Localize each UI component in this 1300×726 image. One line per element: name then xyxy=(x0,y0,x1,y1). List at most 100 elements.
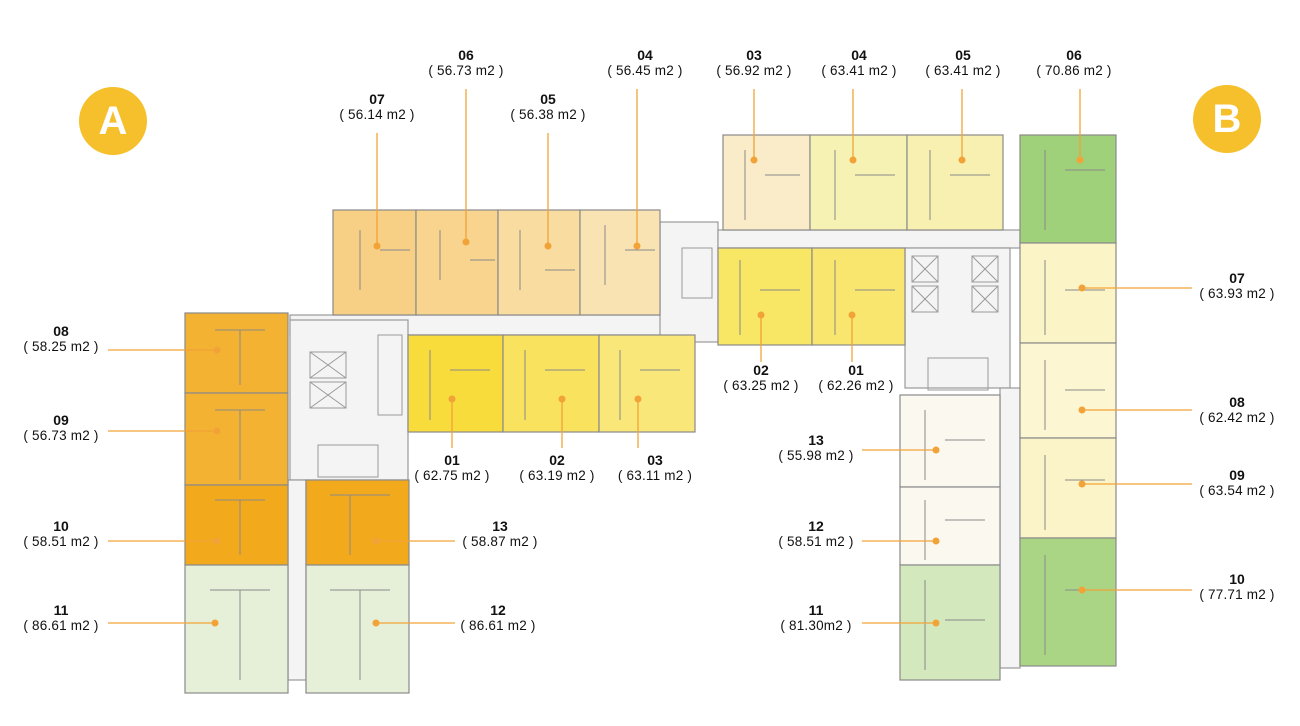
unit-number: 01 xyxy=(444,452,460,468)
unit-block-b02[interactable] xyxy=(717,247,813,346)
unit-markers xyxy=(211,156,1086,627)
unit-number: 04 xyxy=(851,47,867,63)
unit-marker-b02 xyxy=(757,311,765,319)
unit-block-a04[interactable] xyxy=(579,209,661,316)
corridor-a-vertical xyxy=(287,479,307,681)
unit-marker-b01 xyxy=(848,311,856,319)
unit-block-a05[interactable] xyxy=(497,209,581,316)
unit-area: ( 63.11 m2 ) xyxy=(617,468,693,483)
tower-a-badge[interactable]: A xyxy=(79,87,147,155)
unit-marker-b07 xyxy=(1078,284,1086,292)
unit-number: 02 xyxy=(753,362,769,378)
unit-number: 02 xyxy=(549,452,565,468)
unit-marker-a04 xyxy=(633,242,641,250)
unit-block-a11[interactable] xyxy=(184,564,289,694)
unit-area: ( 56.73 m2 ) xyxy=(428,63,504,78)
unit-block-b12[interactable] xyxy=(899,486,1001,566)
leader-lines xyxy=(108,89,1192,624)
unit-area: ( 56.45 m2 ) xyxy=(607,63,683,78)
core-b xyxy=(904,247,1011,389)
unit-marker-b06 xyxy=(1076,156,1084,164)
unit-number: 05 xyxy=(955,47,971,63)
unit-marker-a08 xyxy=(213,346,221,354)
unit-area: ( 58.87 m2 ) xyxy=(462,534,538,549)
unit-block-b03[interactable] xyxy=(722,134,811,231)
unit-label-a03: 03( 63.11 m2 ) xyxy=(600,452,710,484)
unit-area: ( 63.93 m2 ) xyxy=(1199,286,1275,301)
unit-area: ( 77.71 m2 ) xyxy=(1199,587,1275,602)
unit-block-a12[interactable] xyxy=(305,564,410,694)
unit-marker-a09 xyxy=(213,427,221,435)
unit-label-b13: 13( 55.98 m2 ) xyxy=(761,432,871,464)
unit-marker-a07 xyxy=(373,242,381,250)
unit-block-b05[interactable] xyxy=(906,134,1004,231)
unit-label-b04: 04( 63.41 m2 ) xyxy=(804,47,914,79)
unit-label-a13: 13( 58.87 m2 ) xyxy=(445,518,555,550)
unit-number: 09 xyxy=(53,412,69,428)
unit-block-a03[interactable] xyxy=(598,334,696,433)
unit-marker-a12 xyxy=(372,619,380,627)
unit-area: ( 63.54 m2 ) xyxy=(1199,483,1275,498)
unit-area: ( 58.51 m2 ) xyxy=(778,534,854,549)
unit-label-a11: 11( 86.61 m2 ) xyxy=(6,602,116,634)
unit-block-a10[interactable] xyxy=(184,484,289,566)
unit-number: 10 xyxy=(53,518,69,534)
unit-marker-b12 xyxy=(932,537,940,545)
unit-marker-b11 xyxy=(932,619,940,627)
unit-marker-b10 xyxy=(1078,586,1086,594)
unit-label-a02: 02( 63.19 m2 ) xyxy=(502,452,612,484)
tower-b-badge[interactable]: B xyxy=(1193,85,1261,153)
unit-block-b04[interactable] xyxy=(809,134,908,231)
unit-block-b01[interactable] xyxy=(811,247,906,346)
corridor-b-vertical xyxy=(999,387,1021,669)
unit-block-b06[interactable] xyxy=(1019,134,1117,244)
unit-area: ( 63.41 m2 ) xyxy=(925,63,1001,78)
unit-marker-b13 xyxy=(932,446,940,454)
unit-label-b06: 06( 70.86 m2 ) xyxy=(1019,47,1129,79)
unit-number: 12 xyxy=(808,518,824,534)
unit-block-b10[interactable] xyxy=(1019,537,1117,667)
unit-block-a08[interactable] xyxy=(184,312,289,394)
unit-number: 08 xyxy=(53,323,69,339)
unit-number: 03 xyxy=(746,47,762,63)
unit-number: 11 xyxy=(53,602,69,618)
unit-block-b07[interactable] xyxy=(1019,242,1117,344)
unit-label-b01: 01( 62.26 m2 ) xyxy=(801,362,911,394)
unit-label-a06: 06( 56.73 m2 ) xyxy=(411,47,521,79)
unit-block-a02[interactable] xyxy=(502,334,600,433)
unit-number: 11 xyxy=(808,602,824,618)
unit-block-b13[interactable] xyxy=(899,394,1001,488)
unit-label-a09: 09( 56.73 m2 ) xyxy=(6,412,116,444)
unit-area: ( 56.92 m2 ) xyxy=(716,63,792,78)
unit-block-a07[interactable] xyxy=(332,209,417,316)
common-areas xyxy=(287,221,1021,681)
corridor-link xyxy=(659,221,719,343)
unit-area: ( 62.75 m2 ) xyxy=(414,468,490,483)
unit-number: 13 xyxy=(808,432,824,448)
unit-label-a08: 08( 58.25 m2 ) xyxy=(6,323,116,355)
unit-number: 03 xyxy=(647,452,663,468)
unit-label-b12: 12( 58.51 m2 ) xyxy=(761,518,871,550)
unit-block-b09[interactable] xyxy=(1019,437,1117,539)
unit-number: 10 xyxy=(1229,571,1245,587)
unit-label-a04: 04( 56.45 m2 ) xyxy=(590,47,700,79)
unit-number: 05 xyxy=(540,91,556,107)
unit-block-a09[interactable] xyxy=(184,392,289,486)
unit-marker-b04 xyxy=(849,156,857,164)
unit-marker-b03 xyxy=(750,156,758,164)
unit-area: ( 63.25 m2 ) xyxy=(723,378,799,393)
unit-label-a12: 12( 86.61 m2 ) xyxy=(443,602,553,634)
unit-area: ( 63.19 m2 ) xyxy=(519,468,595,483)
unit-block-a01[interactable] xyxy=(407,334,504,433)
unit-block-a06[interactable] xyxy=(415,209,499,316)
unit-label-b05: 05( 63.41 m2 ) xyxy=(908,47,1018,79)
unit-blocks xyxy=(184,134,1117,694)
unit-number: 12 xyxy=(490,602,506,618)
unit-block-a13[interactable] xyxy=(305,479,410,566)
unit-number: 13 xyxy=(492,518,508,534)
unit-label-a05: 05( 56.38 m2 ) xyxy=(493,91,603,123)
unit-label-b07: 07( 63.93 m2 ) xyxy=(1182,270,1292,302)
unit-area: ( 56.38 m2 ) xyxy=(510,107,586,122)
unit-marker-a06 xyxy=(462,238,470,246)
corridor-b-horizontal xyxy=(717,229,1021,249)
